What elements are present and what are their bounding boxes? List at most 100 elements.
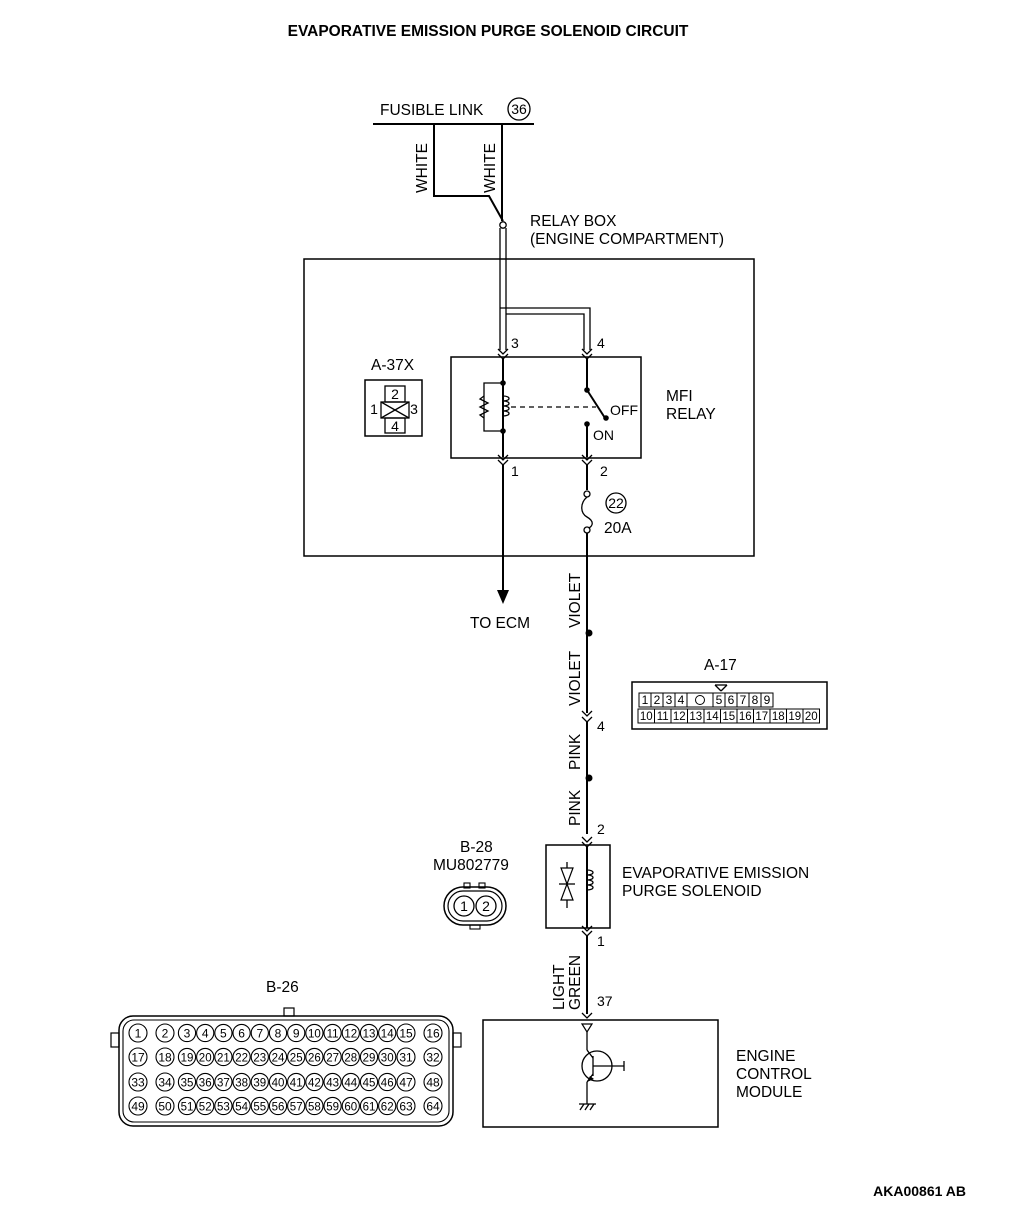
b26-pin: 51 (181, 1102, 194, 1114)
b26-pin-circle (423, 1047, 443, 1067)
b26-pin-circle (323, 1047, 342, 1067)
b26-pin-circle (232, 1072, 251, 1092)
b26-pin: 28 (344, 1053, 357, 1065)
b26-pin: 53 (217, 1102, 230, 1114)
b26-pin: 4 (202, 1027, 209, 1041)
b26-pin-circle (396, 1096, 416, 1116)
b26-pin-circle (196, 1072, 215, 1092)
b26-pin-circle (250, 1047, 269, 1067)
fusible-link-label: FUSIBLE LINK (380, 102, 484, 119)
b26-pin-circle (423, 1023, 443, 1043)
b26-pin-circle (196, 1096, 215, 1116)
white-wires: WHITE WHITE (414, 124, 507, 229)
b26-pin: 24 (272, 1053, 285, 1065)
b26-pin: 29 (363, 1053, 376, 1065)
b26-pin-circle (177, 1023, 197, 1043)
b26-pin-circle (177, 1096, 197, 1116)
b26-pin: 1 (135, 1027, 142, 1041)
b26-pin-circle (287, 1047, 306, 1067)
b26-pin: 13 (363, 1029, 376, 1041)
wire-pink-lower: PINK (567, 789, 584, 826)
a17-pin: 5 (716, 693, 723, 707)
b26-pin: 63 (399, 1100, 413, 1114)
ecm-label-1: ENGINE (736, 1048, 795, 1065)
b26-pin: 49 (131, 1100, 145, 1114)
b26-pin-circle (128, 1096, 148, 1116)
b26-pin: 50 (158, 1100, 172, 1114)
b26-pin: 34 (158, 1076, 172, 1090)
b26-pin-circle (423, 1096, 443, 1116)
b26-pin-circle (359, 1096, 379, 1116)
connector-b28: B-28 MU802779 1 2 (433, 839, 509, 930)
b26-pin: 43 (326, 1078, 339, 1090)
b26-pin: 16 (426, 1027, 440, 1041)
b26-pin-circle (287, 1096, 306, 1116)
b26-pin-circle (177, 1047, 197, 1067)
b26-pin-circle (268, 1047, 288, 1067)
svg-text:3: 3 (410, 401, 418, 417)
relay-box (303, 258, 755, 557)
b26-pin-circle (323, 1072, 342, 1092)
b26-pin: 30 (381, 1053, 394, 1065)
b26-pin-circle (341, 1023, 360, 1043)
b26-pin-circle (396, 1072, 416, 1092)
fuse-22: 22 20A (581, 465, 632, 537)
figure-code: AKA00861 AB (873, 1183, 966, 1199)
a17-pin: 19 (788, 711, 801, 723)
wire-green: GREEN (567, 955, 584, 1010)
b26-pin: 25 (290, 1053, 303, 1065)
relay-pin-3: 3 (511, 335, 519, 351)
wire-white-right: WHITE (482, 143, 499, 193)
a17-pin: 12 (673, 711, 686, 723)
b26-pin: 27 (326, 1053, 339, 1065)
a17-pin: 14 (706, 711, 719, 723)
b26-pin-circle (287, 1072, 306, 1092)
b26-id: B-26 (266, 979, 299, 996)
b26-pin: 38 (235, 1078, 248, 1090)
b26-pin-circle (341, 1072, 360, 1092)
a37x-id: A-37X (371, 357, 415, 374)
svg-text:1: 1 (460, 898, 468, 914)
b26-pin-circle (305, 1047, 324, 1067)
solenoid-label-1: EVAPORATIVE EMISSION (622, 865, 809, 882)
b26-pin: 15 (399, 1027, 413, 1041)
b26-pin: 33 (131, 1076, 145, 1090)
b28-part: MU802779 (433, 857, 509, 874)
engine-control-module: ENGINE CONTROL MODULE (482, 1019, 812, 1128)
b26-pin: 40 (272, 1078, 285, 1090)
b26-pin-circle (378, 1096, 397, 1116)
b26-pin-circle (378, 1047, 397, 1067)
a17-pin: 3 (666, 693, 673, 707)
b26-pin: 8 (275, 1027, 282, 1041)
svg-text:4: 4 (391, 418, 399, 434)
b26-pin: 52 (199, 1102, 212, 1114)
fusible-link: FUSIBLE LINK 36 (373, 97, 534, 125)
b26-pin: 5 (220, 1027, 227, 1041)
b26-pin: 6 (238, 1027, 245, 1041)
b26-pin-circle (359, 1023, 379, 1043)
to-ecm-label: TO ECM (470, 615, 530, 632)
b26-pin-circle (214, 1096, 233, 1116)
relay-feed-wires (499, 228, 591, 350)
b26-pin: 45 (363, 1078, 376, 1090)
wire-pink-upper: PINK (567, 733, 584, 770)
ecm-pin: 37 (597, 993, 613, 1009)
ecm-label-2: CONTROL (736, 1066, 812, 1083)
ecm-label-3: MODULE (736, 1084, 802, 1101)
wire-violet-lower: VIOLET (567, 650, 584, 706)
b26-pin: 55 (253, 1102, 266, 1114)
b26-pin-circle (323, 1023, 342, 1043)
b26-pin: 14 (381, 1029, 394, 1041)
b26-pin-circle (196, 1047, 215, 1067)
b26-pin-circle (214, 1023, 233, 1043)
b26-pin: 22 (235, 1053, 248, 1065)
b26-pin: 62 (381, 1102, 394, 1114)
relay-pin-1: 1 (511, 463, 519, 479)
solenoid-pin-top: 2 (597, 821, 605, 837)
solenoid-label-2: PURGE SOLENOID (622, 883, 762, 900)
a17-wire-pin: 4 (597, 718, 605, 734)
b26-pin-circle (128, 1072, 148, 1092)
b26-pin: 46 (381, 1078, 394, 1090)
